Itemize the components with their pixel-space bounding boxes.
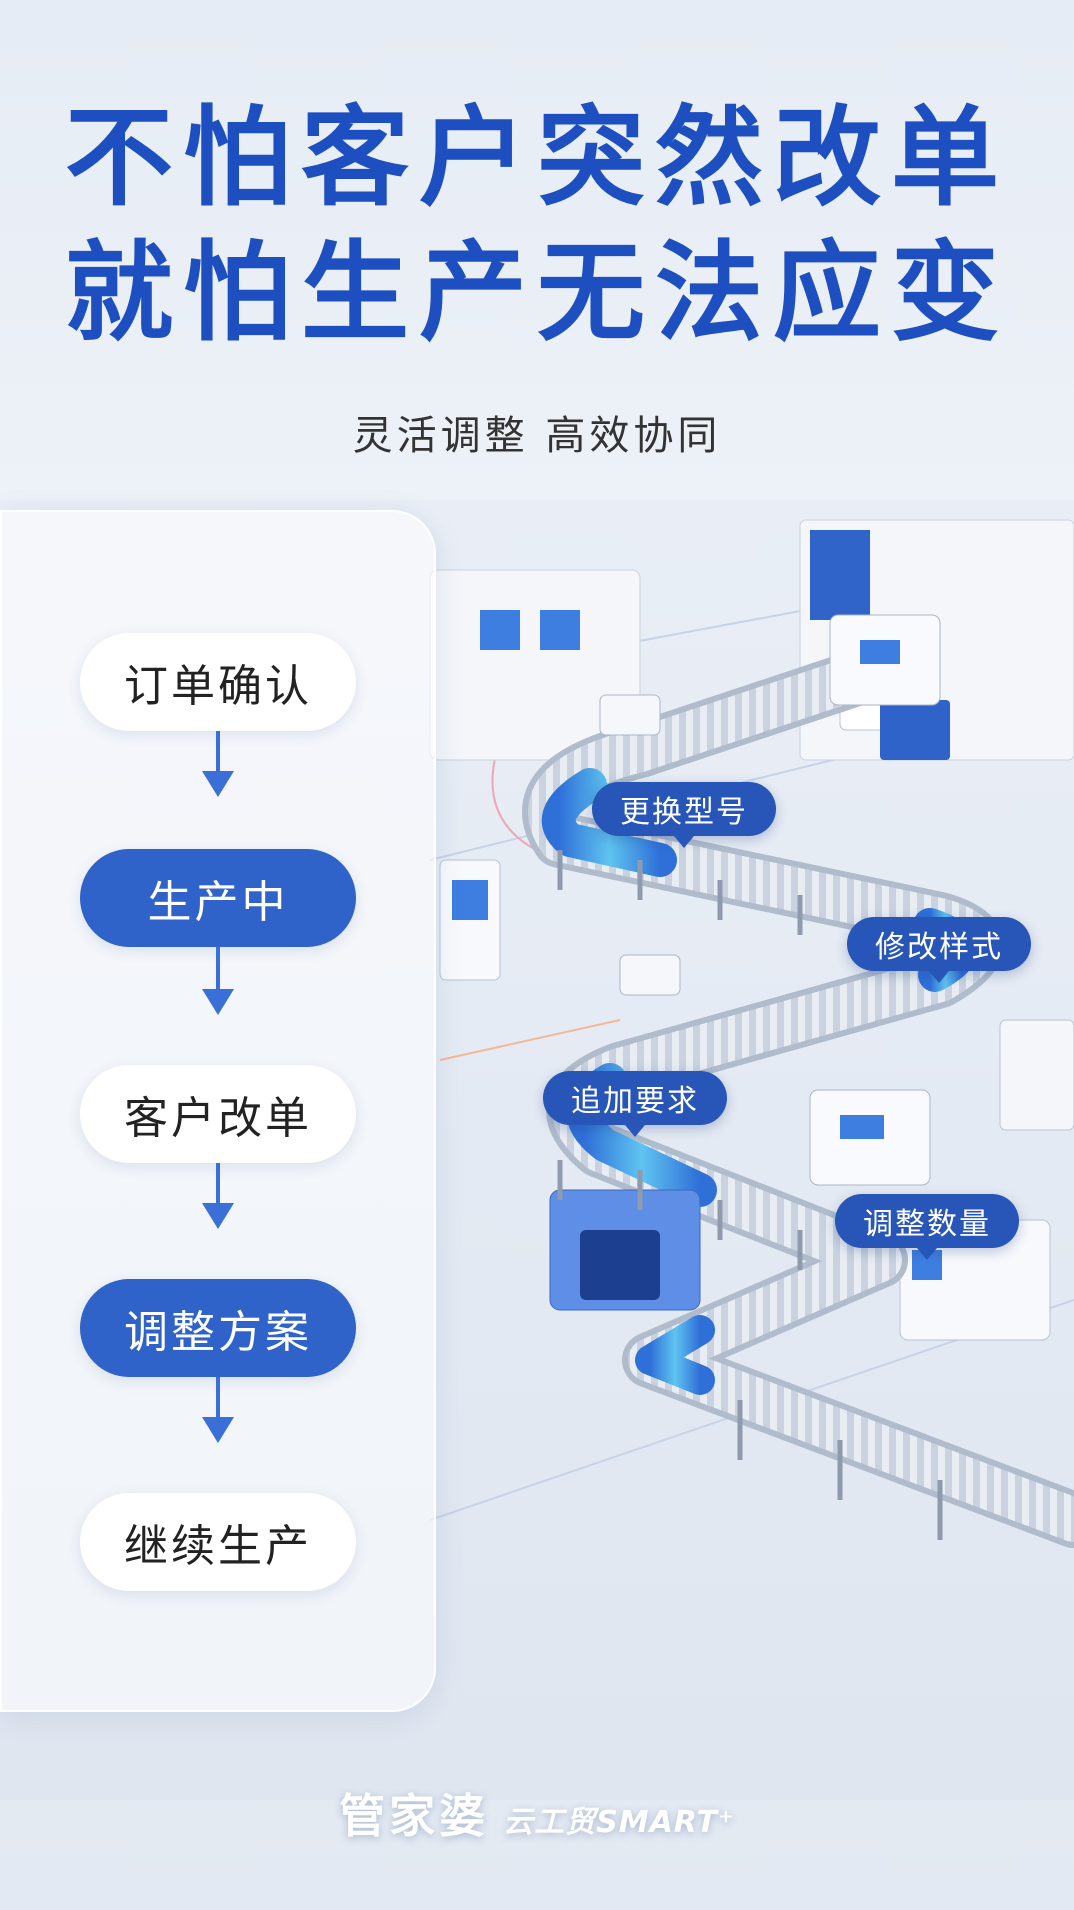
flow-arrow	[202, 1377, 234, 1443]
flow-arrow	[202, 1163, 234, 1229]
tag-adjust-quantity: 调整数量	[835, 1194, 1019, 1260]
step-continue-production: 继续生产	[80, 1493, 356, 1591]
step-customer-change: 客户改单	[80, 1065, 356, 1163]
step-order-confirm: 订单确认	[80, 633, 356, 731]
step-adjust-plan: 调整方案	[80, 1279, 356, 1377]
headline-line-1: 不怕客户突然改单	[64, 96, 1009, 221]
subtitle: 灵活调整 高效协同	[352, 413, 722, 459]
brand-logo: 管家婆云工贸SMART⁺	[0, 1780, 1074, 1846]
tag-modify-style: 修改样式	[847, 917, 1031, 983]
brand-product: 云工贸SMART⁺	[503, 1805, 735, 1840]
step-in-production: 生产中	[80, 849, 356, 947]
headline-line-2: 就怕生产无法应变	[64, 231, 1009, 356]
brand-name: 管家婆	[339, 1789, 490, 1843]
tag-add-requirements: 追加要求	[543, 1071, 727, 1137]
tag-change-model: 更换型号	[592, 782, 776, 848]
flow-arrow	[202, 731, 234, 797]
process-flow-panel: 订单确认 生产中 客户改单 调整方案 继续生产	[0, 510, 436, 1712]
flow-arrow	[202, 947, 234, 1015]
